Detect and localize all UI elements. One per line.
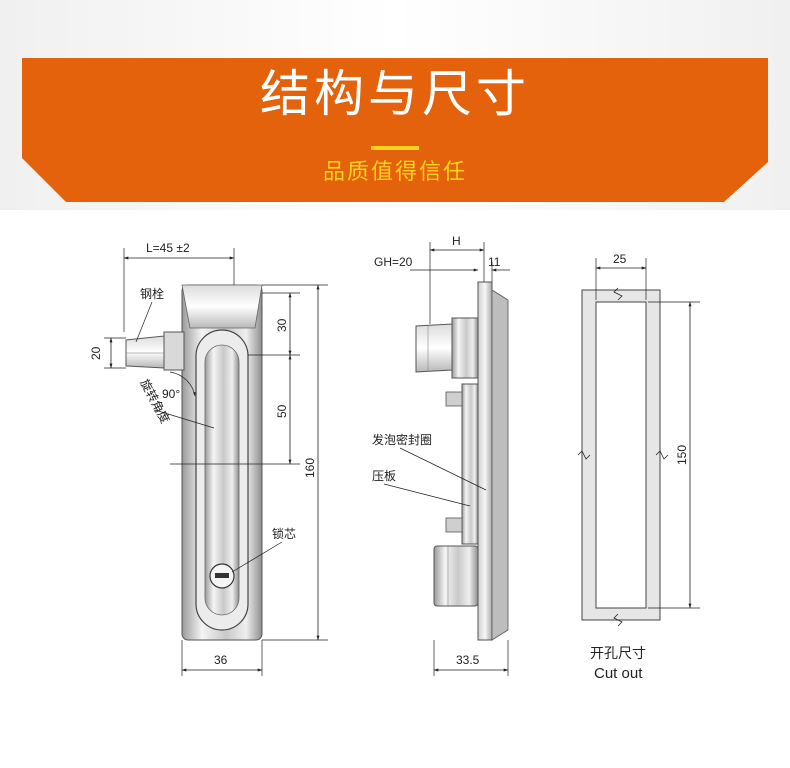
side-view: H GH=20 11 发泡密封圈 压板 33.5 — [372, 234, 510, 676]
dim-GH-label: GH=20 — [374, 255, 413, 269]
dim-20-label: 20 — [89, 346, 103, 360]
side-plate-edge — [491, 289, 509, 641]
dim-H-label: H — [452, 234, 461, 248]
bolt-tip — [125, 335, 165, 369]
dim-33-5-label: 33.5 — [456, 653, 480, 667]
label-pressure-plate: 压板 — [372, 469, 396, 483]
side-bolt-housing — [451, 317, 479, 379]
lock-core-slot — [215, 573, 229, 578]
label-cutout-cn: 开孔尺寸 — [590, 646, 646, 662]
label-rotation-angle: 旋转角度 — [137, 376, 173, 425]
dim-25-label: 25 — [613, 252, 627, 266]
side-screw-top — [445, 391, 463, 407]
banner-subtitle: 品质值得信任 — [322, 160, 467, 185]
dim-150-label: 150 — [675, 445, 689, 465]
side-front-plate — [477, 281, 493, 641]
banner-shape — [0, 0, 790, 210]
dim-50-label: 50 — [275, 404, 289, 418]
cutout-inner — [595, 301, 647, 609]
banner-divider — [371, 146, 419, 150]
label-lock-core: 锁芯 — [272, 526, 296, 541]
dim-L-label: L=45 ±2 — [146, 241, 190, 255]
dim-160-label: 160 — [303, 458, 317, 478]
side-screw-bottom — [445, 517, 463, 533]
front-view: L=45 ±2 20 钢栓 90° 旋转角度 30 50 160 锁芯 36 — [89, 241, 328, 676]
side-lock-cylinder — [433, 545, 479, 607]
bolt-shape — [163, 331, 185, 371]
dim-30-label: 30 — [275, 318, 289, 332]
label-cutout-en: Cut out — [594, 665, 643, 682]
dim-11-label: 11 — [488, 255, 501, 269]
handle-grip — [204, 344, 240, 616]
side-pressure-plate — [461, 383, 479, 545]
handle-top-bevel — [181, 284, 263, 329]
label-bolt: 钢栓 — [140, 286, 164, 301]
title-banner: 结构与尺寸 品质值得信任 — [0, 0, 790, 210]
label-foam-seal: 发泡密封圈 — [372, 432, 432, 447]
side-bolt-tip — [415, 323, 453, 373]
banner-title: 结构与尺寸 — [260, 65, 530, 123]
angle-label: 90° — [162, 387, 180, 401]
cutout-view: 25 150 开孔尺寸 Cut out — [577, 252, 700, 682]
dim-36-label: 36 — [214, 653, 228, 667]
